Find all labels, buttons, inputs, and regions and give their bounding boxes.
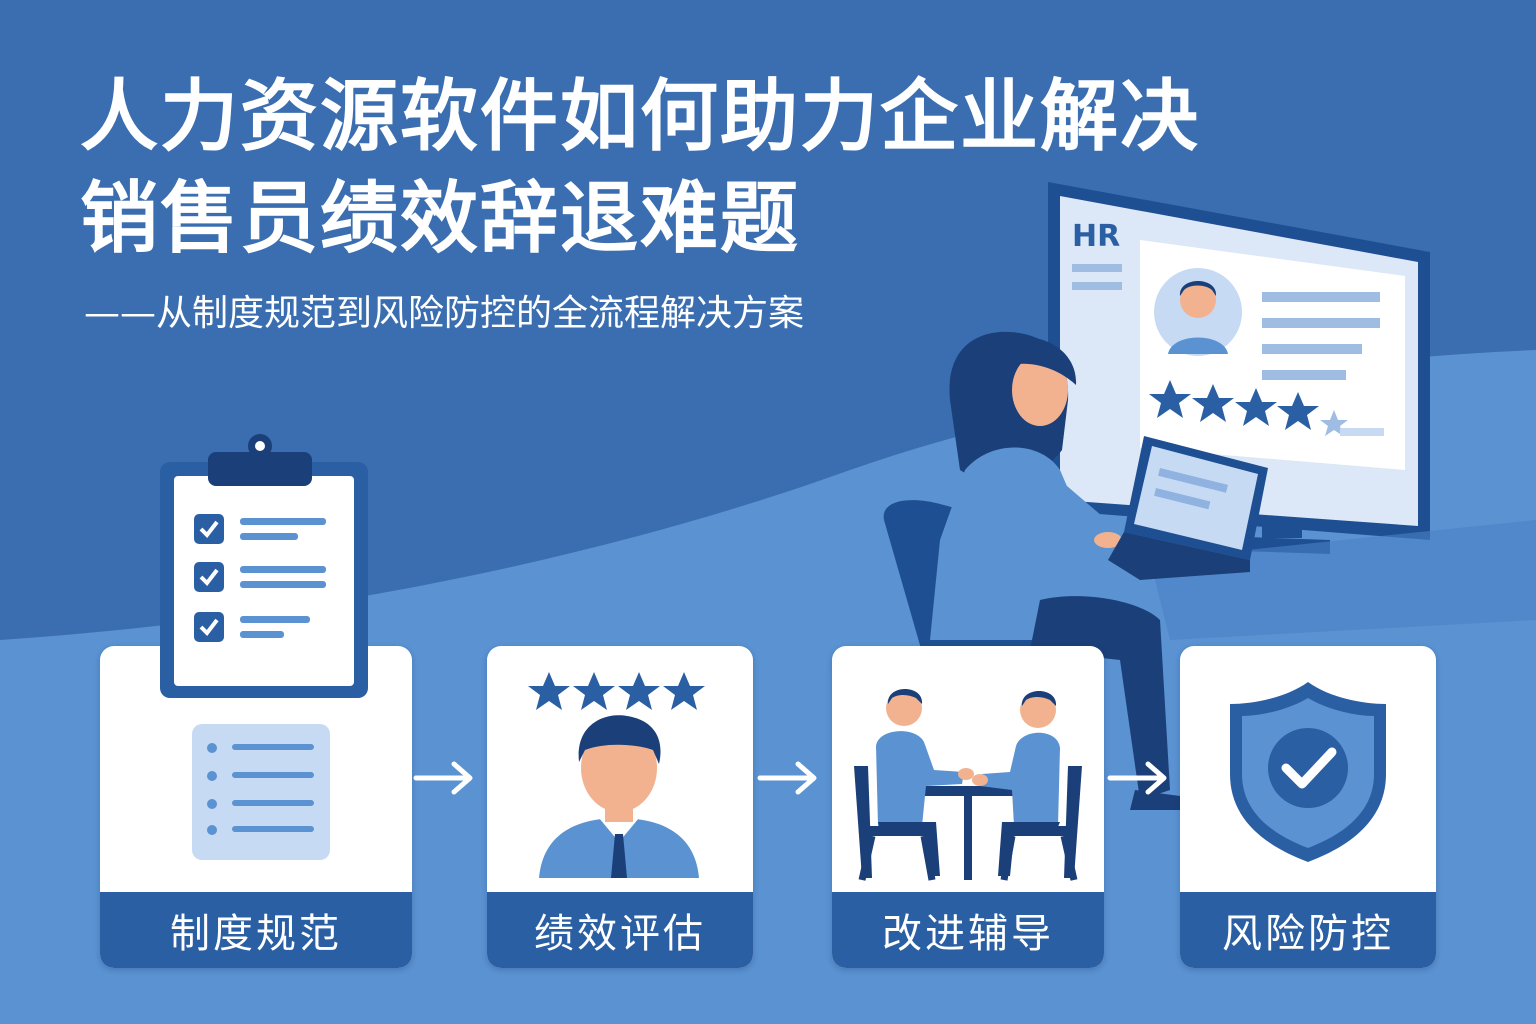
arrow-right-icon xyxy=(413,761,473,795)
page-title-line-1: 人力资源软件如何助力企业解决 xyxy=(80,72,1201,162)
step-card-evaluation[interactable]: 绩效评估 xyxy=(487,646,753,968)
list-document-icon xyxy=(192,724,330,860)
step-label-coaching: 改进辅导 xyxy=(832,892,1104,968)
star-rating xyxy=(528,672,705,710)
coaching-meeting-icon xyxy=(854,689,1082,881)
step-card-risk-control[interactable]: 风险防控 xyxy=(1180,646,1436,968)
step-card-policy[interactable]: 制度规范 xyxy=(100,646,412,968)
step-label-evaluation: 绩效评估 xyxy=(487,892,753,968)
step-label-risk-control: 风险防控 xyxy=(1180,892,1436,968)
step-label-policy: 制度规范 xyxy=(100,892,412,968)
arrow-right-icon xyxy=(1107,761,1167,795)
page-subtitle: ——从制度规范到风险防控的全流程解决方案 xyxy=(84,293,805,334)
arrow-right-icon xyxy=(757,761,817,795)
clipboard-checklist-icon xyxy=(160,434,368,698)
page-title-line-2: 销售员绩效辞退难题 xyxy=(80,174,801,264)
shield-check-icon xyxy=(1230,682,1386,862)
employee-rating-icon xyxy=(528,672,705,878)
step-card-coaching[interactable]: 改进辅导 xyxy=(832,646,1104,968)
